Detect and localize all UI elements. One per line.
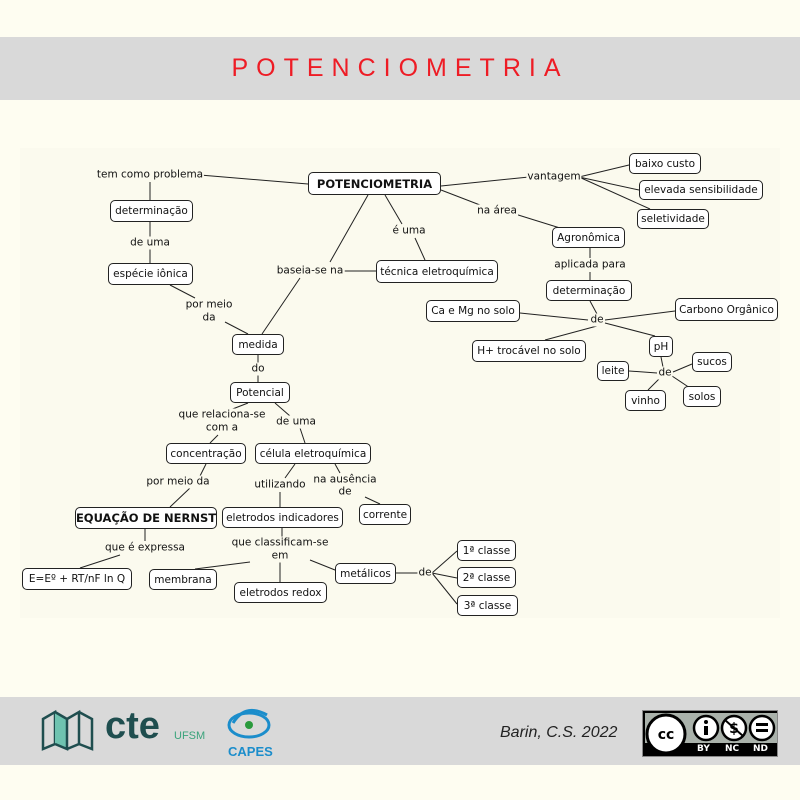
node-h-trocavel: H+ trocável no solo	[472, 340, 586, 362]
node-potenciometria: POTENCIOMETRIA	[308, 172, 441, 195]
svg-text:cc: cc	[658, 727, 675, 743]
link-por-meio-da: da	[201, 311, 217, 325]
node-membrana: membrana	[149, 569, 217, 590]
link-de-uma: de uma	[129, 236, 171, 250]
node-metalicos: metálicos	[335, 563, 396, 584]
node-classe-1: 1ª classe	[457, 540, 516, 561]
link-de: de	[657, 366, 673, 380]
footer-band: cte UFSM CAPES Barin, C.S. 2022 cc $ BY …	[0, 697, 800, 765]
link-na-area: na área	[476, 204, 518, 218]
link-na-ausencia: na ausência	[312, 473, 378, 487]
page-title: POTENCIOMETRIA	[231, 54, 569, 82]
node-agronomica: Agronômica	[552, 227, 625, 248]
license-nc: NC	[725, 744, 740, 754]
node-baixo-custo: baixo custo	[629, 153, 701, 174]
node-eletrodos-redox: eletrodos redox	[234, 582, 327, 603]
node-corrente: corrente	[359, 504, 411, 525]
link-de: de	[417, 566, 433, 580]
capes-logo-icon	[227, 709, 271, 739]
node-seletividade: seletividade	[637, 209, 709, 229]
node-sucos: sucos	[692, 352, 732, 372]
link-vantagem: vantagem	[526, 170, 582, 184]
node-potencial: Potencial	[230, 382, 290, 403]
cte-logo-icon	[41, 709, 94, 751]
link-de-uma: de uma	[275, 415, 317, 429]
node-carbono-organico: Carbono Orgânico	[675, 298, 778, 321]
link-em: em	[270, 549, 290, 563]
cc-by-nc-nd-icon: cc $	[645, 713, 777, 755]
node-leite: leite	[597, 361, 629, 381]
node-solos: solos	[683, 386, 721, 407]
node-eletrodos-indicadores: eletrodos indicadores	[222, 507, 343, 528]
link-que-relaciona-se: que relaciona-se	[177, 408, 267, 422]
link-utilizando: utilizando	[253, 478, 307, 492]
link-e-uma: é uma	[391, 224, 427, 238]
link-aplicada-para: aplicada para	[553, 258, 627, 272]
node-classe-3: 3ª classe	[457, 595, 518, 616]
link-com-a: com a	[204, 421, 240, 435]
capes-logo-text: CAPES	[228, 744, 273, 759]
link-baseia-se-na: baseia-se na	[275, 264, 345, 278]
node-ca-mg: Ca e Mg no solo	[426, 300, 520, 322]
ufsm-text: UFSM	[174, 730, 206, 742]
author-credit: Barin, C.S. 2022	[500, 724, 618, 741]
link-na-ausencia-de: de	[337, 485, 353, 499]
node-especie-ionica: espécie iônica	[108, 263, 193, 285]
node-tecnica-eletroquimica: técnica eletroquímica	[376, 260, 498, 283]
link-por-meio-da: por meio da	[145, 475, 211, 489]
license-by: BY	[697, 744, 710, 754]
node-classe-2: 2ª classe	[457, 567, 516, 588]
link-por-meio: por meio	[184, 298, 234, 312]
node-equacao-nernst: EQUAÇÃO DE NERNST	[75, 507, 217, 529]
cte-logo-text: cte	[105, 705, 160, 747]
header-band: POTENCIOMETRIA	[0, 37, 800, 100]
link-que-classificam-se: que classificam-se	[230, 536, 330, 550]
link-que-e-expressa: que é expressa	[104, 541, 186, 555]
link-de: de	[589, 313, 605, 327]
node-determinacao-right: determinação	[546, 280, 632, 301]
node-equacao: E=Eº + RT/nF ln Q	[22, 568, 132, 590]
node-vinho: vinho	[625, 390, 666, 411]
link-tem-como-problema: tem como problema	[95, 168, 205, 182]
node-medida: medida	[232, 334, 284, 355]
node-ph: pH	[649, 336, 673, 357]
node-determinacao-left: determinação	[110, 200, 193, 222]
node-elevada-sensibilidade: elevada sensibilidade	[639, 180, 763, 200]
node-concentracao: concentração	[166, 443, 246, 464]
cc-license-badge: cc $ BY NC ND	[642, 710, 778, 757]
license-nd: ND	[753, 744, 769, 754]
link-do: do	[250, 362, 266, 376]
node-celula-eletroquimica: célula eletroquímica	[255, 443, 371, 464]
